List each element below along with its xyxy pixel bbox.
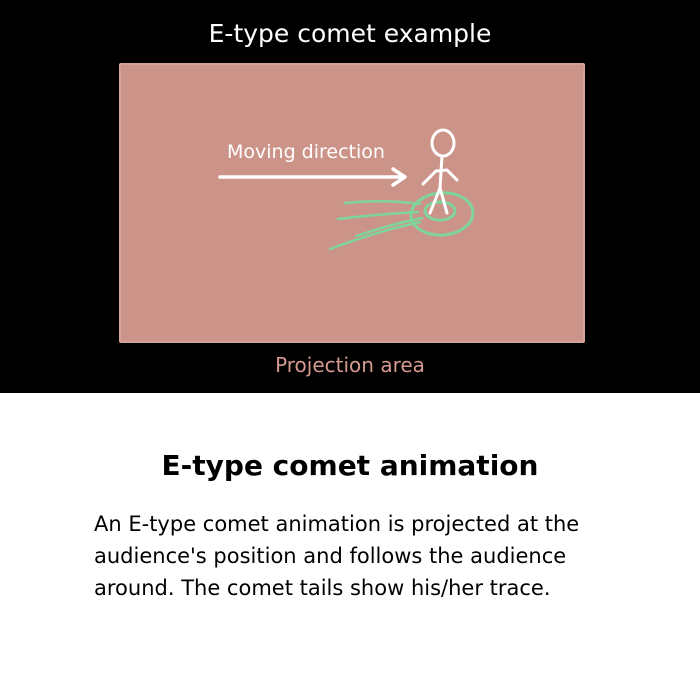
scene-illustration	[218, 128, 475, 251]
description-text: An E-type comet animation is projected a…	[94, 512, 580, 600]
projection-area-label: Projection area	[275, 353, 425, 377]
diagram-panel: E-type comet example Moving direction	[0, 0, 700, 393]
arrow-right-icon	[218, 167, 407, 187]
moving-direction-label: Moving direction	[227, 141, 385, 163]
diagram-title: E-type comet example	[208, 19, 492, 48]
comet-tail-icon	[328, 199, 424, 251]
section-heading: E-type comet animation	[161, 449, 539, 482]
person-icon	[421, 128, 459, 215]
